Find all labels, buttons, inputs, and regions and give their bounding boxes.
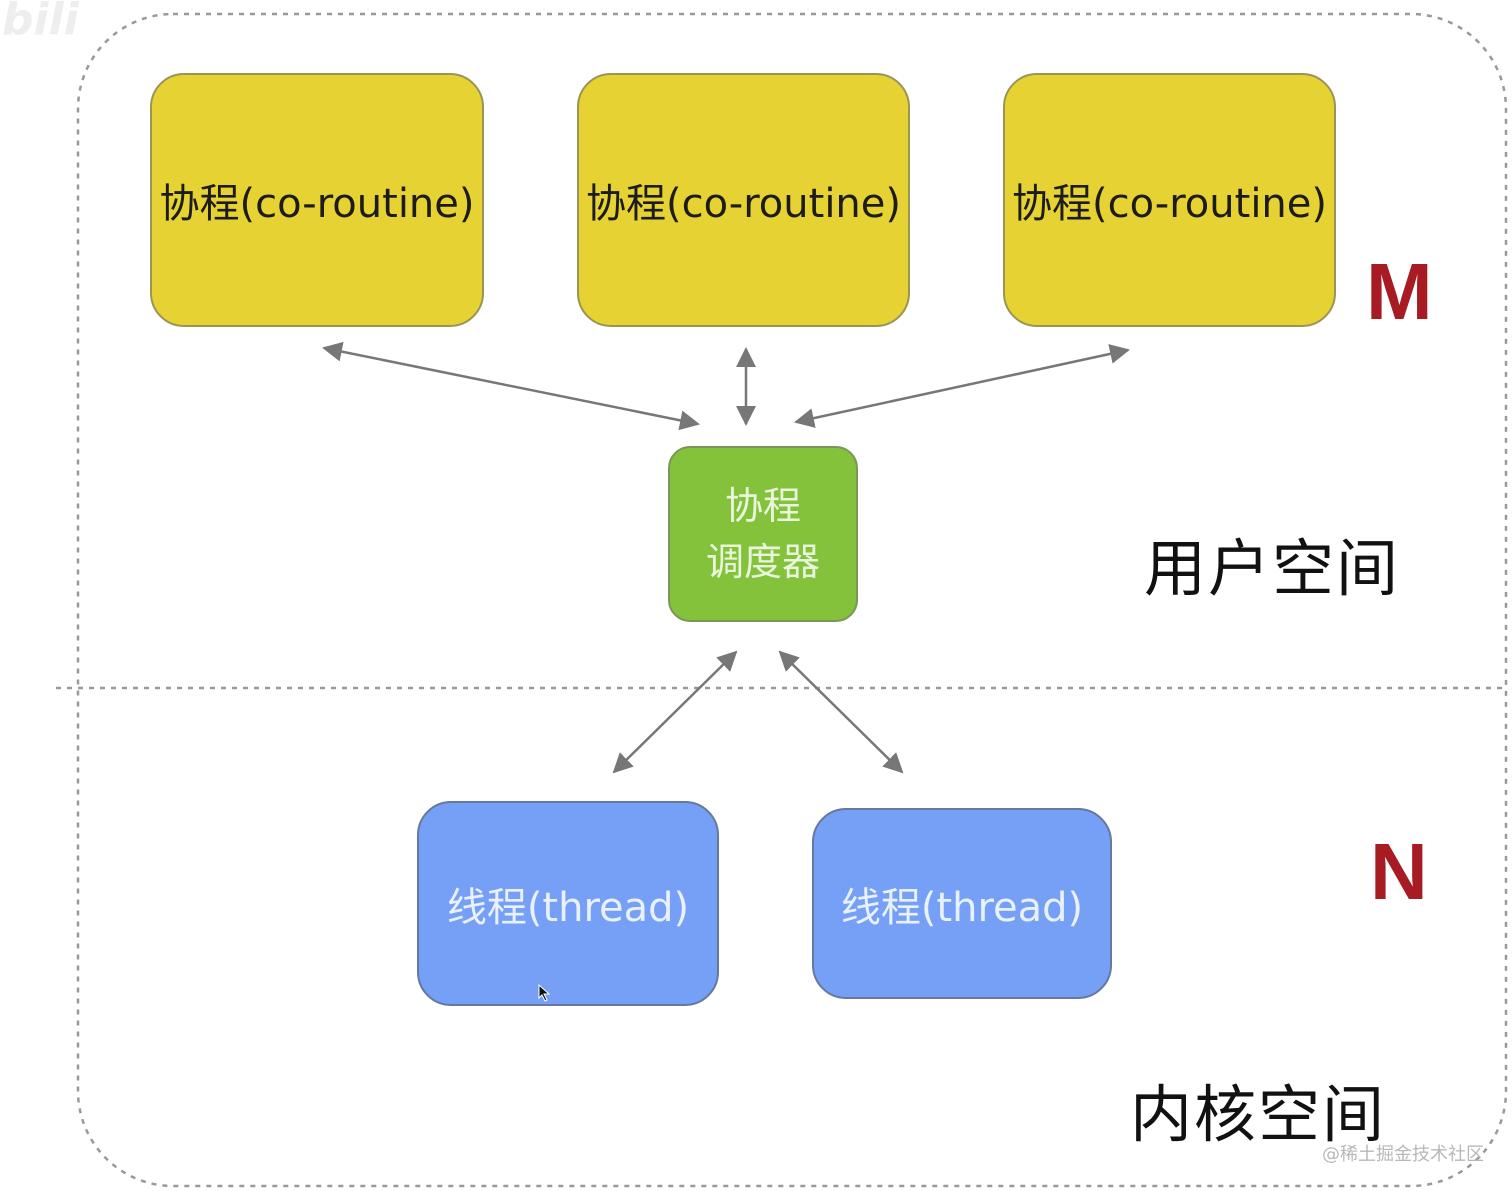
scheduler-box: 协程 调度器 [668, 446, 858, 622]
coroutine-box-1: 协程(co-routine) [150, 73, 484, 327]
coroutine-label: 协程(co-routine) [1012, 181, 1327, 227]
scheduler-label-line2: 调度器 [705, 540, 820, 584]
n-label: N [1370, 827, 1428, 916]
m-label: M [1366, 247, 1433, 336]
bilibili-logo-watermark: bili [2, 0, 79, 45]
user-space-label: 用户空间 [1144, 532, 1401, 605]
arrow-coroutine3-scheduler [794, 344, 1130, 428]
scheduler-label-line1: 协程 [724, 484, 801, 528]
thread-label: 线程(thread) [840, 884, 1084, 931]
arrow-coroutine1-scheduler [322, 341, 700, 431]
coroutine-label: 协程(co-routine) [159, 181, 475, 227]
thread-box-2: 线程(thread) [812, 808, 1112, 999]
outer-dashed-frame [76, 12, 1508, 1188]
arrow-scheduler-thread2 [778, 650, 904, 774]
thread-box-1: 线程(thread) [417, 801, 719, 1006]
arrow-scheduler-thread1 [612, 650, 738, 774]
thread-label: 线程(thread) [446, 884, 690, 931]
coroutine-box-3: 协程(co-routine) [1003, 73, 1336, 327]
mouse-cursor-icon [538, 984, 551, 1002]
coroutine-box-2: 协程(co-routine) [577, 73, 910, 327]
coroutine-label: 协程(co-routine) [586, 181, 901, 227]
site-watermark: @稀土掘金技术社区 [1322, 1144, 1484, 1165]
kernel-space-label: 内核空间 [1130, 1078, 1387, 1151]
